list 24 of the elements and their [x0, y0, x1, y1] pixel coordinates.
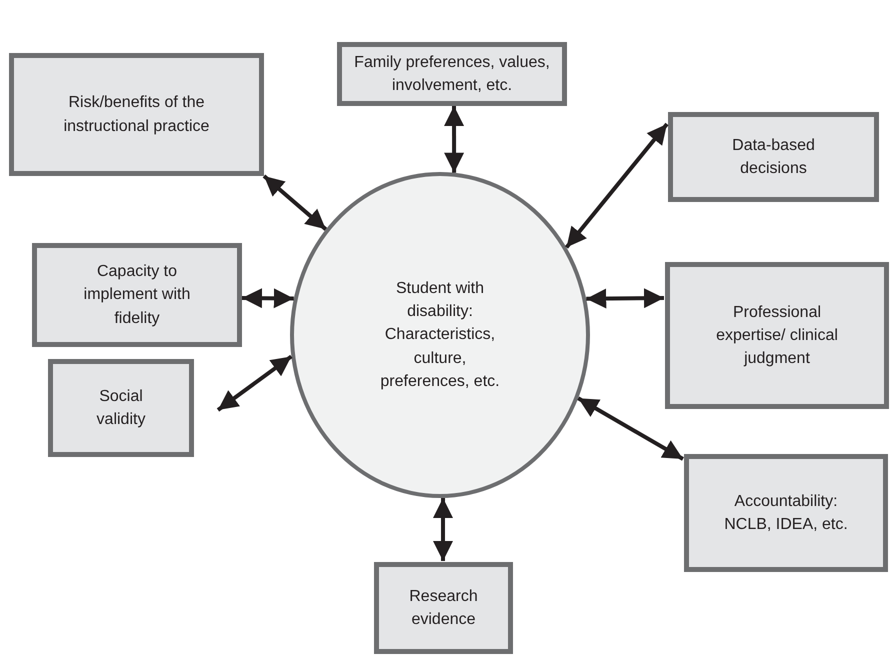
factor-box: [48, 359, 194, 457]
factor-box: [337, 42, 567, 106]
factor-box: [9, 53, 264, 176]
factor-box: [374, 562, 513, 654]
node-text: Data-based decisions: [731, 136, 816, 179]
double-arrow: [586, 288, 664, 308]
factor-box: [665, 262, 889, 409]
node-text: Student with disability: Characteristics, culture, preferences, etc.: [379, 279, 501, 392]
node-text: Family preferences, values, involvement, etc.: [353, 52, 551, 96]
factor-box: [684, 454, 888, 572]
double-arrow: [564, 122, 669, 249]
node-text: Social validity: [96, 386, 146, 430]
double-arrow: [433, 498, 453, 561]
factor-box: [32, 243, 242, 347]
node-text: Risk/benefits of the instructional practice: [62, 93, 210, 136]
double-arrow: [444, 106, 464, 173]
node-text: Accountability: NCLB, IDEA, etc.: [723, 492, 849, 535]
node-text: Professional expertise/ clinical judgment: [715, 302, 839, 370]
node-text: Research evidence: [408, 586, 479, 630]
factor-box: [668, 112, 879, 202]
double-arrow: [242, 288, 294, 308]
node-text: Capacity to implement with fidelity: [82, 262, 192, 329]
double-arrow: [216, 354, 292, 412]
double-arrow: [262, 174, 328, 231]
